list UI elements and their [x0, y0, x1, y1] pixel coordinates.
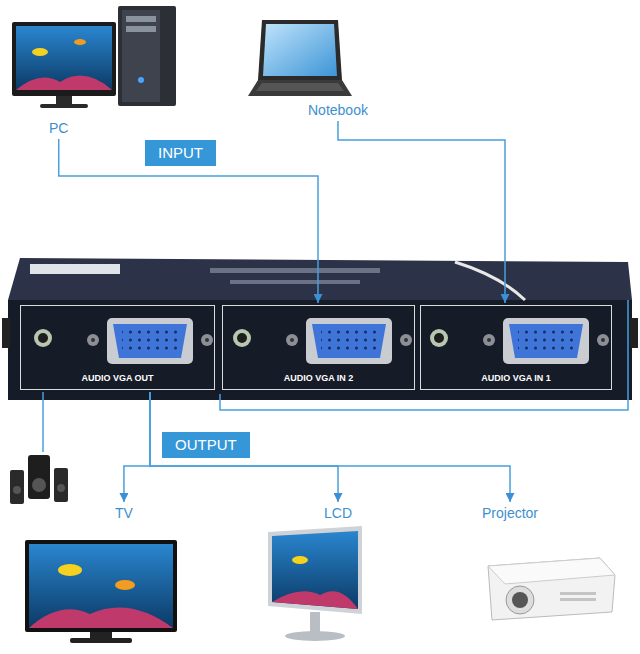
section-tag: INPUT	[145, 140, 216, 166]
reef	[29, 608, 173, 628]
device-label: Projector	[480, 504, 540, 522]
fish	[58, 564, 82, 576]
drive-bay	[126, 26, 156, 32]
tower-case	[118, 6, 176, 106]
projector-body	[488, 558, 615, 620]
fish	[115, 580, 135, 590]
laptop-keyboard	[256, 83, 344, 91]
tv-screen	[29, 544, 173, 628]
swoosh	[455, 262, 525, 300]
switch-front	[8, 300, 632, 400]
port-panel: AUDIO VGA IN 2	[222, 305, 415, 390]
node-text: LCD	[324, 505, 352, 521]
monitor-screen	[16, 26, 112, 90]
node-text: Notebook	[308, 102, 368, 118]
monitor-bezel	[12, 22, 116, 96]
projector-vent	[560, 592, 596, 595]
lcd-screen	[272, 531, 358, 609]
tower-front	[122, 10, 160, 102]
projector-vent	[560, 598, 596, 601]
lcd-base	[285, 631, 345, 641]
device-label: PC	[47, 119, 70, 137]
tv-base	[70, 638, 132, 643]
tv-illustration	[25, 540, 177, 643]
device-label: Notebook	[306, 101, 370, 119]
node-text: Projector	[482, 505, 538, 521]
connector	[59, 139, 318, 303]
speaker-cone	[57, 484, 65, 492]
laptop-lid	[258, 20, 342, 80]
port-hardware	[430, 318, 609, 364]
projector-lens-glass	[512, 592, 528, 608]
laptop-base	[248, 80, 352, 96]
fish	[74, 39, 86, 45]
pc-illustration	[12, 6, 176, 108]
section-tag: OUTPUT	[162, 432, 250, 458]
speaker-illustration	[10, 455, 68, 504]
node-text: OUTPUT	[175, 436, 237, 454]
power-light	[138, 77, 144, 83]
speaker-cone	[13, 486, 21, 494]
lcd-frame	[268, 526, 362, 614]
connector	[124, 392, 150, 502]
node-text: AUDIO VGA IN 2	[284, 373, 354, 384]
drive-bay	[126, 16, 156, 22]
connector	[338, 121, 505, 303]
port-hardware	[233, 318, 412, 364]
node-text: AUDIO VGA IN 1	[481, 373, 551, 384]
projector-lens	[506, 586, 534, 614]
node-text: TV	[115, 505, 133, 521]
switch-side	[630, 318, 638, 348]
switch-side	[2, 318, 10, 348]
top-marking	[210, 268, 380, 273]
signal-wire	[220, 300, 628, 410]
node-text: INPUT	[158, 144, 203, 162]
tv-bezel	[25, 540, 177, 632]
port-panel: AUDIO VGA OUT	[20, 305, 215, 390]
reef	[272, 591, 358, 609]
laptop-screen	[263, 24, 337, 76]
connector	[150, 392, 510, 502]
audio-wire	[42, 392, 44, 452]
lcd-illustration	[268, 526, 362, 641]
port-panel: AUDIO VGA IN 1	[420, 305, 612, 390]
fish	[32, 48, 48, 56]
projector-top	[488, 558, 615, 584]
projector-illustration	[488, 558, 615, 620]
top-marking	[230, 280, 360, 284]
lcd-neck	[310, 612, 320, 632]
device-label: LCD	[322, 504, 354, 522]
connector	[150, 392, 338, 502]
node-text: PC	[49, 120, 68, 136]
node-text: AUDIO VGA OUT	[81, 373, 153, 384]
device-label: TV	[113, 504, 135, 522]
laptop-illustration	[248, 20, 352, 96]
fish	[292, 556, 308, 564]
speaker-cone	[32, 478, 46, 492]
reef	[16, 76, 112, 90]
port-hardware	[34, 318, 213, 364]
tv-neck	[90, 632, 112, 638]
switch-illustration	[2, 258, 638, 400]
speaker-left	[10, 470, 24, 504]
switch-top	[8, 258, 632, 300]
subwoofer	[28, 455, 50, 499]
monitor-base	[40, 104, 88, 108]
monitor-neck	[56, 96, 72, 104]
speaker-right	[54, 468, 68, 502]
brand-plate	[30, 264, 120, 274]
